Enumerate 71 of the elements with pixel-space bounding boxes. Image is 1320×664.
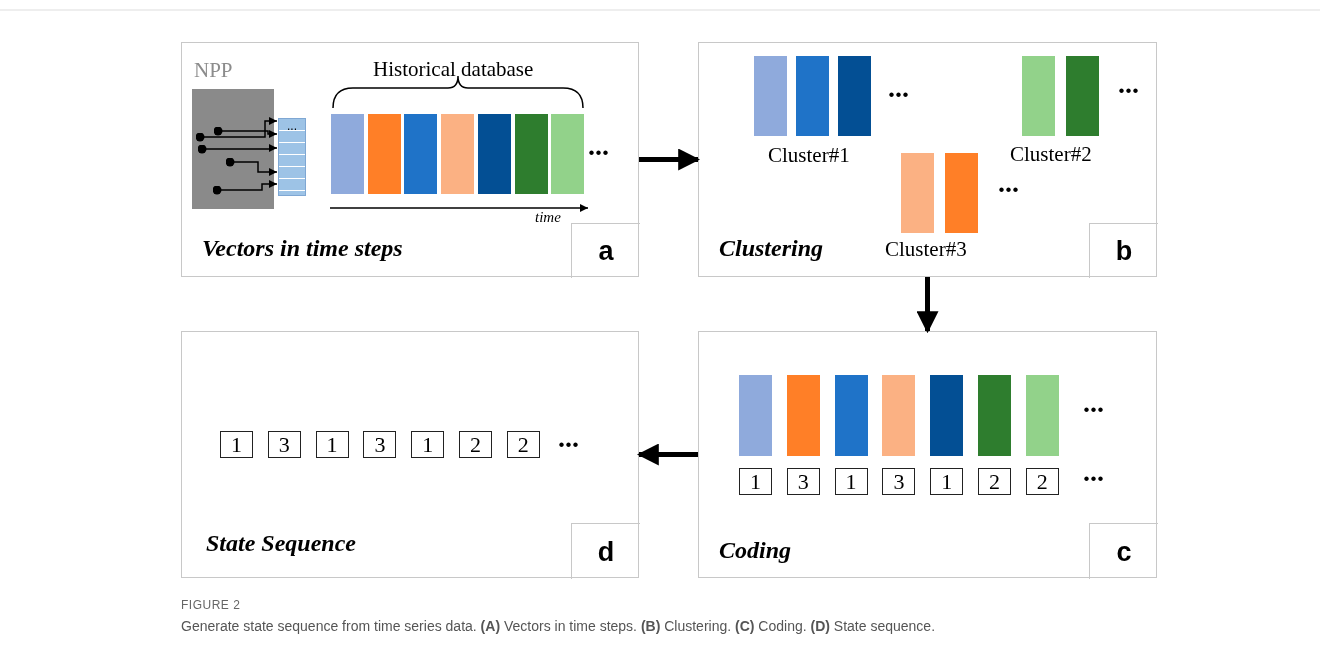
panel (181, 331, 639, 578)
code-box: 3 (882, 468, 916, 495)
arrow (197, 144, 278, 154)
cluster-label: Cluster#2 (1010, 142, 1092, 167)
data-bar (441, 114, 475, 194)
data-bar (882, 375, 916, 456)
axis-label: time (535, 209, 561, 226)
panel-title: Coding (719, 537, 792, 564)
ellipsis: ... (1118, 68, 1139, 100)
panel-letter: c (1089, 523, 1158, 579)
panel-title: Clustering (719, 235, 824, 262)
panel-letter: b (1089, 223, 1158, 278)
code-box: 1 (930, 468, 964, 495)
data-bar (901, 153, 934, 233)
panel-title: State Sequence (206, 530, 356, 557)
ellipsis: ... (558, 422, 579, 454)
arrow (225, 157, 278, 176)
code-box: 3 (267, 431, 301, 458)
panel (181, 42, 639, 277)
data-bar (514, 114, 548, 194)
figure-title: FIGURE 2 (181, 598, 241, 612)
panel-letter: a (571, 223, 640, 278)
code-box: 3 (786, 468, 820, 495)
arrow (916, 277, 939, 334)
code-box: 2 (506, 431, 540, 458)
code-box: 1 (834, 468, 868, 495)
ellipsis: ... (1083, 456, 1104, 488)
code-box: 2 (459, 431, 492, 458)
data-bar (1025, 375, 1059, 456)
ellipsis: ... (1083, 387, 1104, 419)
panel-letter: d (571, 523, 640, 579)
data-bar (796, 56, 829, 136)
data-bar (834, 375, 868, 456)
code-box: 3 (363, 431, 397, 458)
data-bar (754, 56, 787, 136)
code-box: 1 (220, 431, 253, 458)
data-bar (331, 114, 364, 194)
arrow (212, 180, 278, 195)
data-bar (786, 375, 820, 456)
code-box: 2 (978, 468, 1011, 495)
data-bar (1022, 56, 1055, 136)
ellipsis: ... (888, 72, 909, 104)
ellipsis: ... (998, 167, 1019, 199)
cluster-label: Cluster#1 (768, 143, 850, 168)
panel (698, 42, 1157, 277)
arrow (213, 126, 278, 138)
data-bar (930, 375, 964, 456)
vector-column: ... (278, 118, 306, 196)
label-text: Historical database (373, 57, 534, 82)
data-bar (739, 375, 772, 456)
data-bar (404, 114, 438, 194)
data-bar (1066, 56, 1099, 136)
component-label: NPP (194, 58, 233, 83)
figure-caption: Generate state sequence from time series data. (A) Vectors in time steps. (B) Clustering. (C) Coding. (D) State sequence. (181, 618, 936, 634)
data-bar (978, 375, 1011, 456)
code-box: 2 (1025, 468, 1059, 495)
cluster-label: Cluster#3 (885, 237, 967, 262)
arrow (195, 117, 278, 142)
panel (698, 331, 1157, 578)
arrow (639, 148, 701, 171)
code-box: 1 (411, 431, 445, 458)
data-bar (838, 56, 871, 136)
data-bar (945, 153, 978, 233)
code-box: 1 (739, 468, 772, 495)
ellipsis: ... (588, 130, 609, 162)
data-bar (477, 114, 511, 194)
arrow (636, 443, 698, 466)
data-bar (367, 114, 401, 194)
data-bar (551, 114, 585, 194)
panel-title: Vectors in time steps (202, 235, 403, 262)
code-box: 1 (315, 431, 349, 458)
